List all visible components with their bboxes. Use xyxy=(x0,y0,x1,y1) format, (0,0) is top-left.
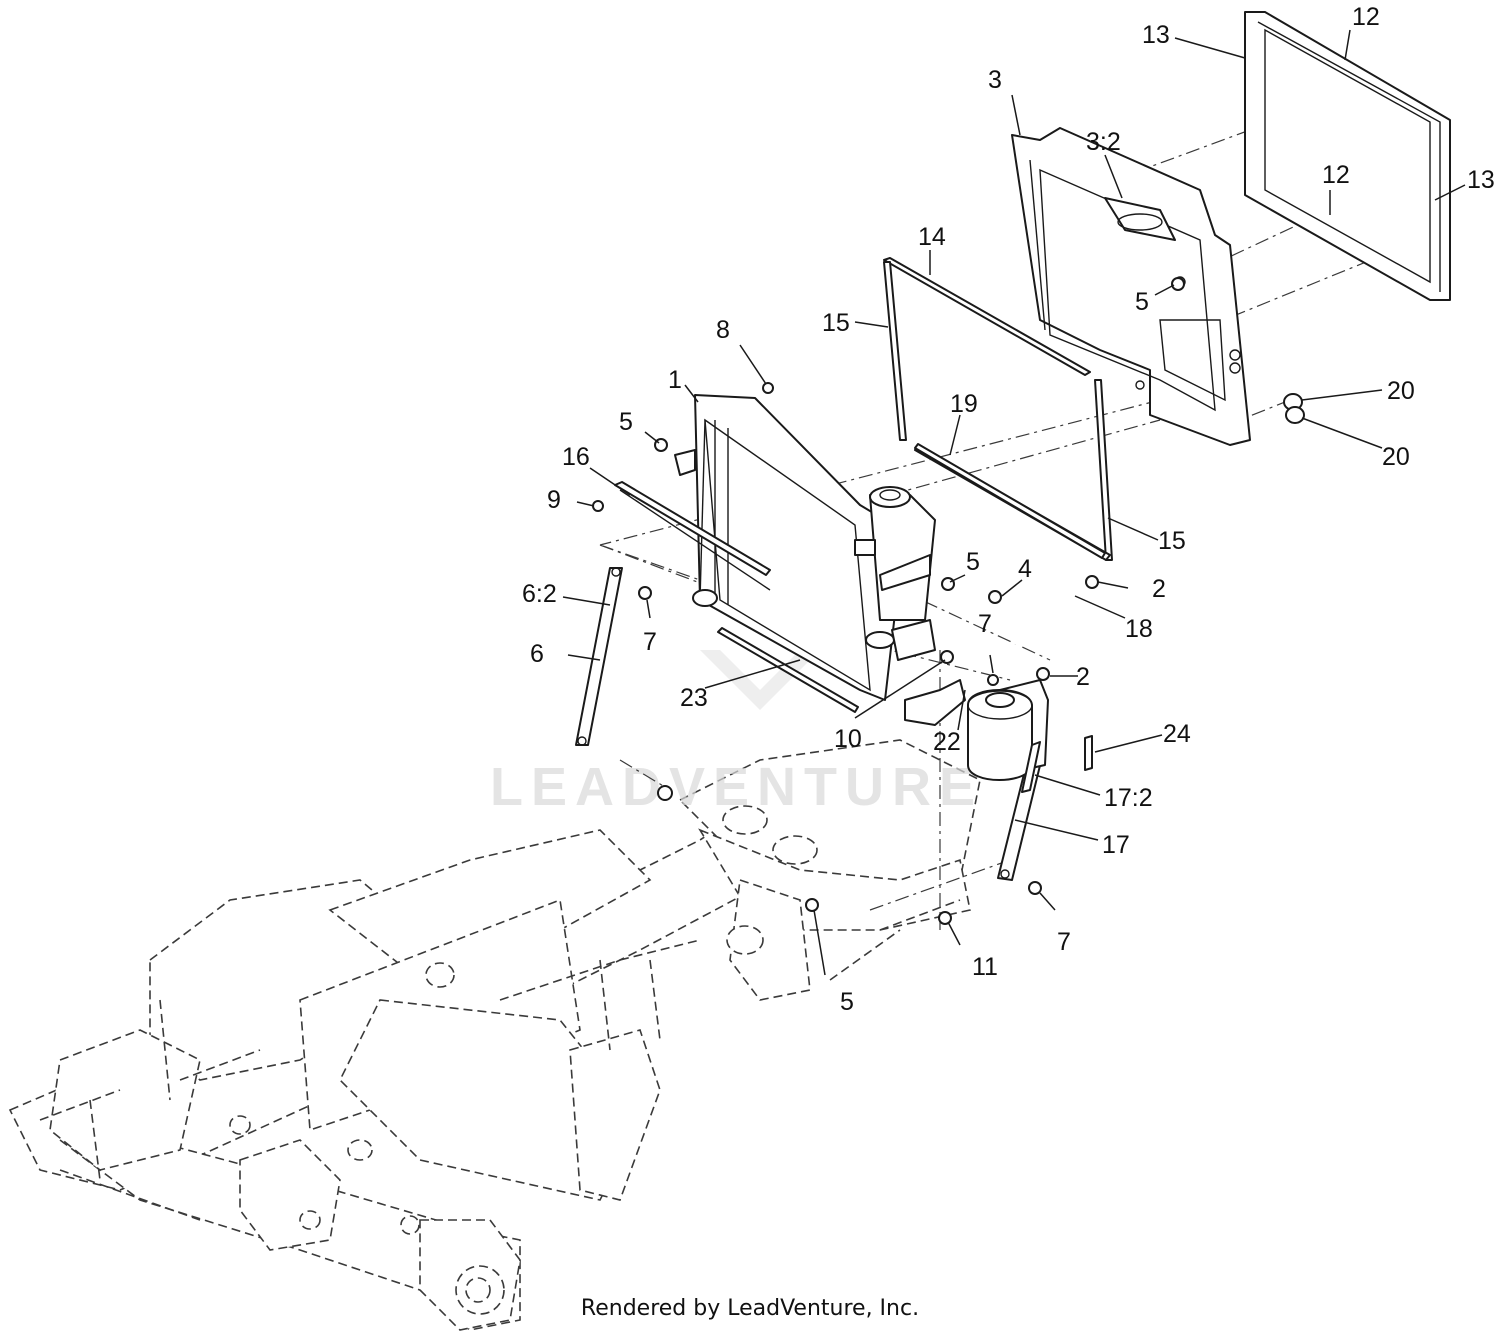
callout-7-left: 7 xyxy=(643,628,657,656)
callout-17: 17 xyxy=(1102,831,1130,859)
callout-22: 22 xyxy=(933,728,961,756)
callout-18: 18 xyxy=(1125,615,1153,643)
callout-20-upper: 20 xyxy=(1387,377,1415,405)
callout-12-lower: 12 xyxy=(1322,161,1350,189)
callout-7-right: 7 xyxy=(1057,928,1071,956)
callout-8: 8 xyxy=(716,316,730,344)
callout-15-upper: 15 xyxy=(822,309,850,337)
stay-left xyxy=(575,567,623,746)
callout-6-2: 6:2 xyxy=(522,580,557,608)
leader-lines xyxy=(562,29,1466,976)
callout-12-upper: 12 xyxy=(1352,3,1380,31)
callout-13-upper: 13 xyxy=(1142,21,1170,49)
callout-16: 16 xyxy=(562,443,590,471)
callout-labels: 1 2 2 3 3:2 4 5 5 5 5 6 6:2 7 7 7 8 9 10… xyxy=(522,3,1495,1016)
seal-strip xyxy=(717,627,859,713)
callout-2-upper: 2 xyxy=(1152,575,1166,603)
callout-10: 10 xyxy=(834,725,862,753)
callout-7-center: 7 xyxy=(978,610,992,638)
callout-11: 11 xyxy=(972,953,998,981)
callout-24: 24 xyxy=(1163,720,1191,748)
radiator xyxy=(619,394,936,701)
callout-3-2: 3:2 xyxy=(1086,128,1121,156)
callout-5-shroud: 5 xyxy=(1135,288,1149,316)
fasteners xyxy=(592,277,1185,925)
callout-17-2: 17:2 xyxy=(1104,784,1153,812)
grommet-lower xyxy=(1285,406,1305,424)
callout-9: 9 xyxy=(547,486,561,514)
callout-13-lower: 13 xyxy=(1467,166,1495,194)
footer-credit: Rendered by LeadVenture, Inc. xyxy=(580,1296,920,1321)
rod-16 xyxy=(614,481,771,576)
overflow-tank xyxy=(967,679,1049,793)
callout-20-lower: 20 xyxy=(1382,443,1410,471)
decal-24 xyxy=(1084,735,1093,771)
callout-5-frame: 5 xyxy=(840,988,854,1016)
callout-23: 23 xyxy=(680,684,708,712)
callout-1: 1 xyxy=(668,366,682,394)
callout-3: 3 xyxy=(988,66,1002,94)
callout-6: 6 xyxy=(530,640,544,668)
hose xyxy=(1007,581,1093,673)
callout-15-lower: 15 xyxy=(1158,527,1186,555)
shroud xyxy=(1011,127,1251,446)
fan-shroud-frame xyxy=(1244,11,1451,301)
bracket-22 xyxy=(904,679,966,726)
watermark-text: LEADVENTURE xyxy=(490,757,983,817)
callout-2-lower: 2 xyxy=(1076,663,1090,691)
callout-4: 4 xyxy=(1018,555,1032,583)
callout-5-bracket: 5 xyxy=(966,548,980,576)
chassis-frame xyxy=(8,739,981,1331)
callout-5-radiator: 5 xyxy=(619,408,633,436)
callout-14: 14 xyxy=(918,223,946,251)
watermark-logo-icon xyxy=(700,650,820,710)
callout-19: 19 xyxy=(950,390,978,418)
seal-19 xyxy=(914,443,1106,559)
